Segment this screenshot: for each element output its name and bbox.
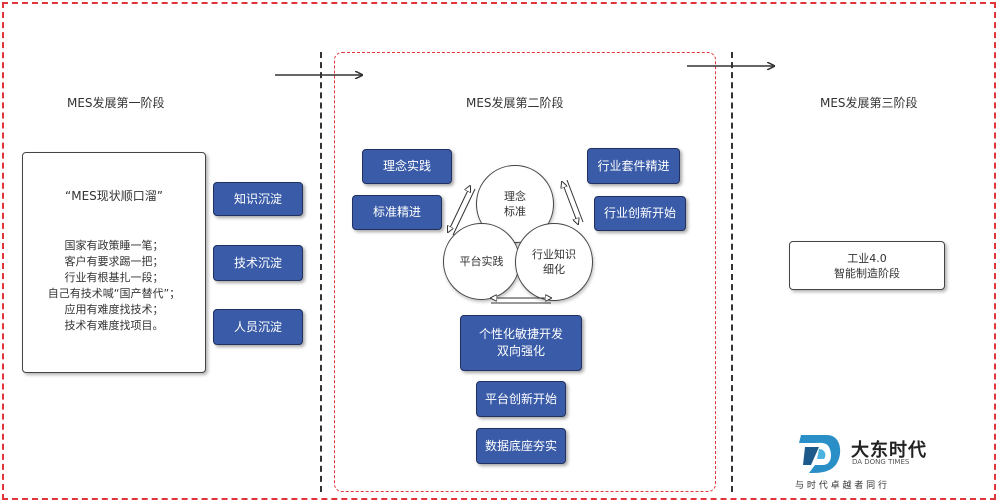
status-line: 客户有要求踢一把； xyxy=(64,255,164,268)
standard-refine-box: 标准精进 xyxy=(352,195,442,230)
platform-innovation-start-box: 平台创新开始 xyxy=(476,381,566,417)
stage2-dashed-frame xyxy=(334,52,716,492)
stage2-title: MES发展第二阶段 xyxy=(466,96,564,110)
industry-innovation-start-box: 行业创新开始 xyxy=(594,196,686,231)
right-double-arrow xyxy=(562,182,578,224)
logo-english: DA DONG TIMES xyxy=(852,458,910,466)
industry-knowledge-circle: 行业知识细化 xyxy=(515,223,593,301)
circle-label: 标准 xyxy=(504,205,526,218)
industry-suite-refine-box: 行业套件精进 xyxy=(587,148,680,184)
circle-label: 细化 xyxy=(543,263,565,276)
platform-practice-circle: 平台实践 xyxy=(443,223,520,300)
status-box-heading: “MES现状顺口溜” xyxy=(65,189,163,203)
stage1-title: MES发展第一阶段 xyxy=(67,96,165,110)
stage3-title: MES发展第三阶段 xyxy=(820,96,918,110)
dadong-logo-icon xyxy=(797,431,845,475)
technology-accumulation-box: 技术沉淀 xyxy=(213,245,303,281)
status-line: 行业有根基扎一段； xyxy=(64,271,164,284)
box-label: 工业4.0 xyxy=(847,251,887,265)
circle-label: 平台实践 xyxy=(459,255,504,268)
logo-slogan: 与 时 代 卓 越 者 同 行 xyxy=(795,481,888,491)
stage-divider-left xyxy=(320,52,322,492)
status-line: 应用有难度找技术； xyxy=(64,303,164,316)
status-line: 技术有难度找项目。 xyxy=(64,319,164,332)
circle-label: 行业知识 xyxy=(532,248,576,261)
status-line: 自己有技术喊“国产替代”； xyxy=(47,287,181,300)
agile-development-box: 个性化敏捷开发双向强化 xyxy=(460,315,582,371)
knowledge-accumulation-box: 知识沉淀 xyxy=(213,182,303,216)
status-line: 国家有政策睡一笔； xyxy=(64,239,164,252)
left-double-arrow-line xyxy=(452,188,476,236)
mes-status-box: “MES现状顺口溜” 国家有政策睡一笔； 客户有要求踢一把； 行业有根基扎一段；… xyxy=(22,152,206,373)
right-double-arrow-line xyxy=(566,179,584,223)
data-foundation-box: 数据底座夯实 xyxy=(476,428,566,464)
box-label: 智能制造阶段 xyxy=(834,266,900,280)
left-double-arrow xyxy=(448,186,470,232)
concept-practice-box: 理念实践 xyxy=(362,149,452,184)
logo-name: 大东时代 xyxy=(851,440,927,461)
circle-label: 理念 xyxy=(504,190,526,203)
status-box-lines: 国家有政策睡一笔； 客户有要求踢一把； 行业有根基扎一段； 自己有技术喊“国产替… xyxy=(23,238,205,334)
stage-divider-right xyxy=(731,52,733,492)
cycle-double-arrows xyxy=(448,179,584,304)
box-label: 双向强化 xyxy=(496,344,545,358)
box-label: 个性化敏捷开发 xyxy=(478,327,563,341)
personnel-accumulation-box: 人员沉淀 xyxy=(213,309,303,345)
